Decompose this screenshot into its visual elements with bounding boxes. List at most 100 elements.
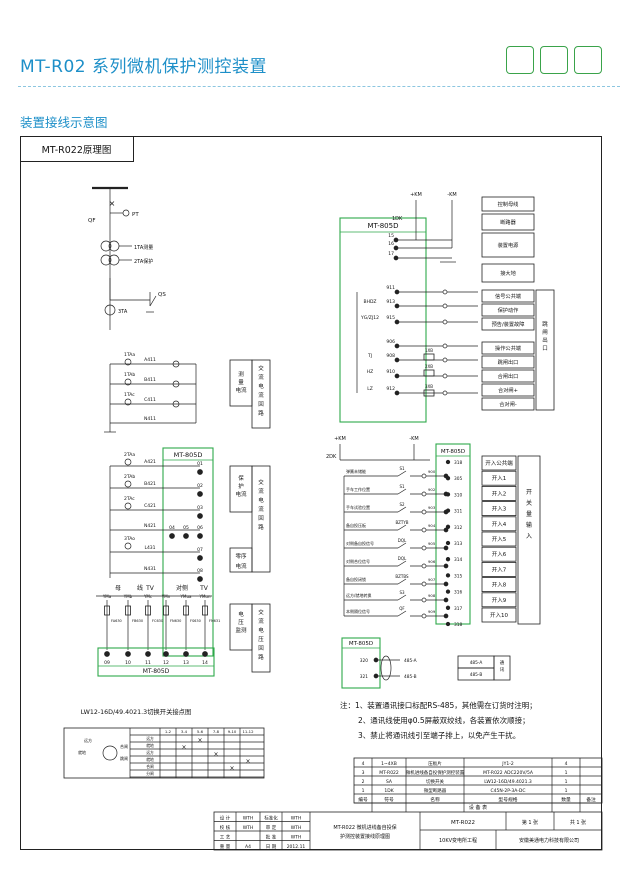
terminal-label: 900: [428, 469, 436, 474]
pin-label: 09: [104, 660, 110, 666]
wire-label: N421: [144, 523, 156, 529]
terminal-label: 320: [360, 658, 368, 664]
right-box-label: 合闸出口: [498, 372, 519, 380]
terminal-label: 912: [386, 386, 395, 392]
supply-label: +KM: [410, 192, 422, 198]
parts-cell: 1~4XB: [381, 761, 397, 767]
table-row-label: 分闸: [146, 771, 154, 776]
page-title: MT-R02 系列微机保护测控装置: [20, 57, 267, 77]
wire-label: B411: [144, 377, 156, 383]
title-cell: 校 核: [220, 824, 231, 831]
pt-label: PT: [132, 212, 139, 218]
pin-terminal: [183, 651, 189, 657]
parts-cell: C45N-2P-3A-DC: [490, 788, 525, 794]
right-vertical-label: 出: [542, 336, 548, 344]
vert-label-text: 流: [258, 487, 264, 495]
input-label: 开入5: [492, 536, 507, 543]
comm-vert-label: 讯: [500, 666, 505, 673]
terminal: [442, 373, 448, 379]
parts-header: 备注: [586, 796, 596, 803]
drawing-model: MT-R022: [451, 820, 475, 826]
right-box: [481, 303, 535, 317]
contact-label: DQL: [398, 556, 407, 561]
terminal-label: 915: [386, 315, 395, 321]
relay-coil: [423, 369, 435, 377]
fuse-label: FN631: [209, 619, 220, 623]
vert-label-box: [251, 465, 271, 573]
voltage-group-label: TV: [199, 585, 209, 592]
title-cell: 工 艺: [220, 835, 231, 841]
ct-symbol: [100, 254, 112, 266]
right-box-label: 接大地: [500, 269, 516, 277]
pin-terminal: [183, 533, 189, 539]
relay-label: BHDZ: [363, 299, 376, 305]
terminal-label: 905: [428, 541, 436, 546]
relay-label: TJ: [367, 353, 372, 359]
module-name: MT-805D: [441, 449, 465, 455]
switch-left-label: 就地: [78, 749, 86, 755]
table-row-label: 就地: [146, 743, 154, 748]
right-vertical-box: [535, 289, 555, 411]
supply-label: -KM: [409, 436, 418, 442]
contact: [397, 542, 407, 549]
parts-cell: 4: [565, 761, 568, 767]
vert-label-text: 交: [258, 478, 264, 486]
voltage-group-label: 线: [137, 584, 143, 592]
input-label: 开入4: [492, 521, 507, 528]
right-box: [481, 289, 535, 303]
ct-symbol: [124, 378, 132, 386]
input-name: 本侧隔位信号: [346, 608, 370, 614]
contact-label: S2: [399, 502, 405, 507]
terminal: [443, 581, 449, 587]
contact-mark: ×: [213, 751, 218, 758]
ct-symbol: [124, 358, 132, 366]
parts-header: 编号: [358, 796, 368, 803]
terminal: [421, 545, 427, 551]
pin-label: 11: [145, 660, 151, 666]
relay-label: 1XB: [425, 348, 433, 353]
vert-label-text: 电: [258, 382, 264, 390]
vert-label-text: 路: [258, 653, 264, 661]
terminal-label: 314: [454, 557, 462, 563]
terminal: [421, 613, 427, 619]
contact: [397, 488, 407, 495]
contact: [397, 610, 407, 617]
voltage-wire-label: YMc: [143, 594, 152, 599]
terminal: [445, 492, 451, 497]
terminal: [421, 527, 427, 533]
parts-header: 名称: [430, 796, 440, 803]
fuse-label: FB630: [132, 619, 143, 623]
note-line: 2、通讯线使用φ0.5屏蔽双绞线，各装置依次顺接；: [358, 716, 530, 725]
vert-label-text: 回: [258, 401, 264, 408]
label-text: 监测: [235, 626, 247, 634]
voltage-group-label: 对侧: [176, 584, 188, 592]
terminal-label: 321: [360, 674, 368, 680]
label-text: 零序: [235, 552, 247, 560]
pin-label: 14: [202, 660, 208, 666]
fuse: [125, 605, 131, 616]
zct-label: 3TA: [118, 309, 128, 315]
terminal: [421, 491, 427, 497]
contact: [397, 578, 407, 585]
table-header: 3-4: [181, 729, 188, 734]
vert-label-text: 交: [258, 364, 264, 372]
right-box-label: 合对闸-: [499, 400, 517, 408]
contact-mark: ×: [197, 737, 202, 744]
fuse: [104, 605, 110, 616]
right-box-label: 合对闸+: [498, 386, 518, 394]
vert-label-text: 流: [258, 617, 264, 625]
contact: [397, 470, 407, 477]
terminal-label: 906: [386, 339, 395, 345]
input-label-box: [481, 607, 517, 623]
comm-vert-label: 通: [500, 659, 505, 666]
table-row-label: 就地: [146, 757, 154, 762]
input-label: 开入1: [492, 475, 507, 482]
ammeter: [172, 380, 180, 388]
breaker-label: QF: [88, 218, 96, 224]
ct-label: 2TAc: [124, 496, 135, 502]
terminal: [394, 303, 400, 309]
module-mt805d-comm: [341, 637, 381, 689]
right-box-label: 跳闸出口: [498, 358, 519, 366]
input-label-box: [481, 546, 517, 562]
contact-label: S3: [399, 590, 405, 595]
